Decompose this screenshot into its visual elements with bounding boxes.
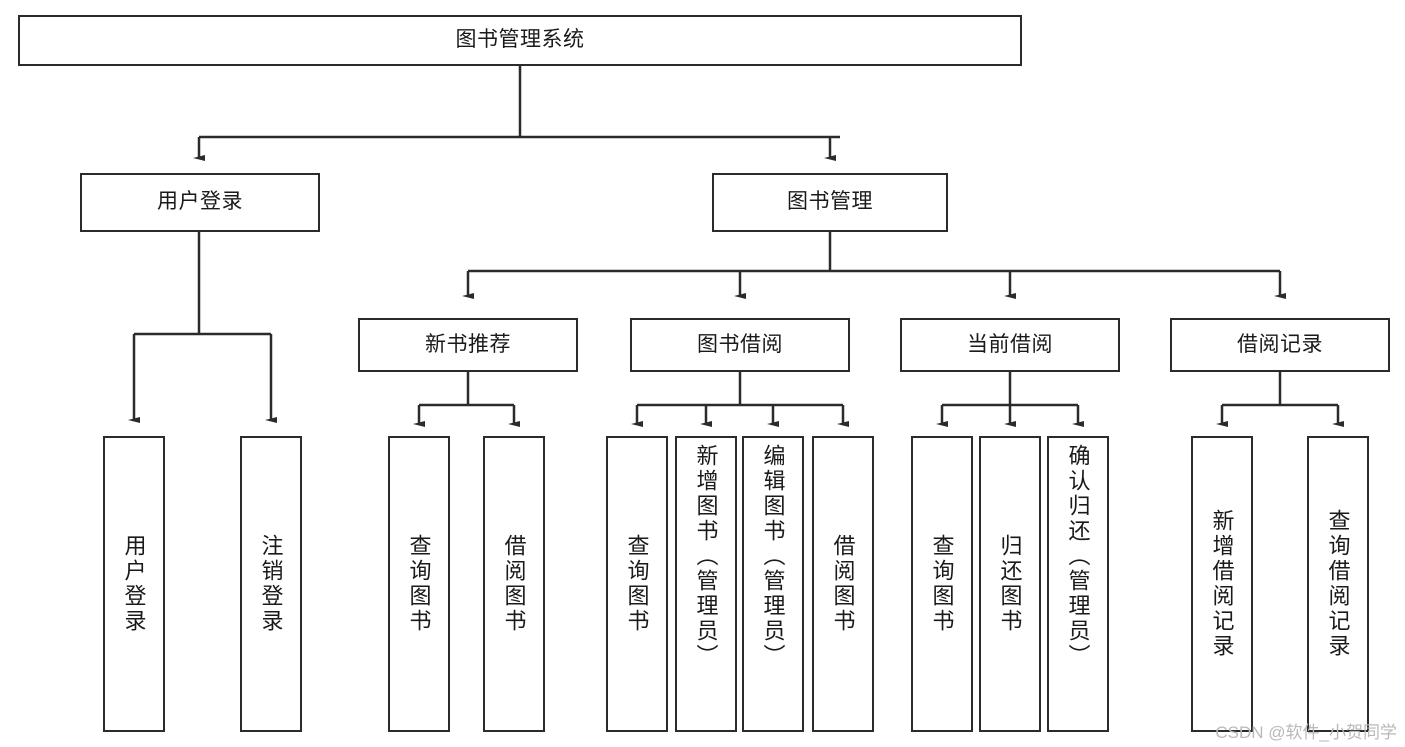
node-label: 查询图书 (624, 534, 650, 634)
node-label: 新增借阅记录 (1209, 509, 1235, 659)
node-leaf-add-borrow-record[interactable]: 新增借阅记录 (1191, 436, 1253, 732)
node-label: 查询图书 (929, 534, 955, 634)
node-label: 图书管理系统 (455, 28, 585, 52)
node-leaf-user-login[interactable]: 用户登录 (103, 436, 165, 732)
node-leaf-edit-book-admin[interactable]: 编辑图书（管理员） (742, 436, 804, 732)
node-borrow-record[interactable]: 借阅记录 (1170, 318, 1390, 372)
node-label: 图书借阅 (697, 332, 783, 356)
node-label: 新书推荐 (425, 332, 511, 356)
node-label: 借阅图书 (830, 534, 856, 634)
node-label: 确认归还（管理员） (1065, 444, 1091, 669)
node-leaf-query-book-3[interactable]: 查询图书 (911, 436, 973, 732)
node-label: 编辑图书（管理员） (760, 444, 786, 669)
node-root-system[interactable]: 图书管理系统 (18, 15, 1022, 66)
node-new-book-recommend[interactable]: 新书推荐 (358, 318, 578, 372)
node-leaf-logout-login[interactable]: 注销登录 (240, 436, 302, 732)
node-label: 图书管理 (787, 190, 873, 214)
node-current-borrow[interactable]: 当前借阅 (900, 318, 1120, 372)
node-label: 借阅图书 (501, 534, 527, 634)
node-label: 用户登录 (157, 190, 243, 214)
node-book-borrow[interactable]: 图书借阅 (630, 318, 850, 372)
node-leaf-confirm-return-admin[interactable]: 确认归还（管理员） (1047, 436, 1109, 732)
node-leaf-return-book[interactable]: 归还图书 (979, 436, 1041, 732)
node-label: 注销登录 (258, 534, 284, 634)
node-leaf-add-book-admin[interactable]: 新增图书（管理员） (675, 436, 737, 732)
node-leaf-query-book-1[interactable]: 查询图书 (388, 436, 450, 732)
node-label: 查询借阅记录 (1325, 509, 1351, 659)
node-label: 查询图书 (406, 534, 432, 634)
node-label: 用户登录 (121, 534, 147, 634)
node-leaf-borrow-book-2[interactable]: 借阅图书 (812, 436, 874, 732)
node-user-login[interactable]: 用户登录 (80, 173, 320, 232)
node-label: 当前借阅 (967, 332, 1053, 356)
node-book-management[interactable]: 图书管理 (712, 173, 948, 232)
node-label: 归还图书 (997, 534, 1023, 634)
watermark-text: CSDN @软件_小贺同学 (1215, 723, 1397, 742)
node-leaf-borrow-book-1[interactable]: 借阅图书 (483, 436, 545, 732)
node-leaf-query-borrow-record[interactable]: 查询借阅记录 (1307, 436, 1369, 732)
node-label: 新增图书（管理员） (693, 444, 719, 669)
node-label: 借阅记录 (1237, 332, 1323, 356)
node-leaf-query-book-2[interactable]: 查询图书 (606, 436, 668, 732)
